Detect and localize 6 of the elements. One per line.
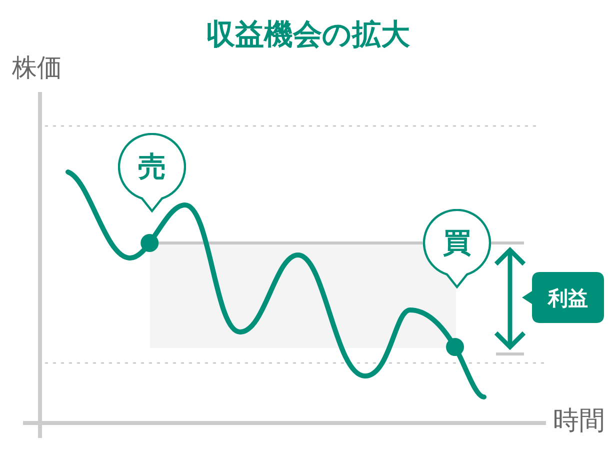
tag-label: 利益 <box>548 288 588 308</box>
chart-title: 収益機会の拡大 <box>206 20 410 49</box>
axis-label: 株価 <box>12 55 62 80</box>
bubble-label: 売 <box>138 153 166 181</box>
bubble-label: 買 <box>443 229 471 257</box>
axis-label: 時間 <box>553 408 605 434</box>
